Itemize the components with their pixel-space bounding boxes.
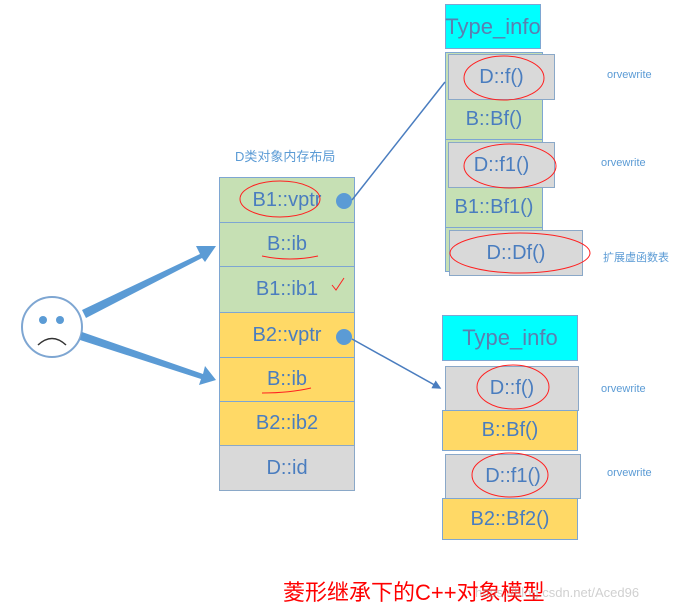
vptr1-pointer (351, 81, 446, 201)
vtable2-d-f1: D::f1() (445, 454, 581, 499)
layout-title: D类对象内存布局 (235, 149, 336, 164)
red-annotations (239, 55, 591, 498)
vtable2-d-f: D::f() (445, 366, 579, 411)
mem-b-ib-2: B::ib (219, 357, 355, 402)
note-overwrite-4: orvewrite (607, 467, 652, 479)
caption: 菱形继承下的C++对象模型 (283, 580, 545, 605)
vtable1-d-f1: D::f1() (448, 142, 555, 188)
vtable1-typeinfo: Type_info (445, 4, 541, 49)
vtable1-b1-bf1: B1::Bf1() (445, 188, 543, 228)
note-extend-vtable: 扩展虚函数表 (603, 252, 669, 264)
note-overwrite-1: orvewrite (607, 69, 652, 81)
mem-b2-vptr: B2::vptr (219, 312, 355, 358)
vtable2-typeinfo: Type_info (442, 315, 578, 361)
vptr2-dot (336, 329, 352, 345)
watermark: https://blog.csdn.net/Aced96 (475, 585, 640, 600)
mem-b2-ib2: B2::ib2 (219, 401, 355, 446)
vtable2-b2-bf2: B2::Bf2() (442, 498, 578, 540)
vptr1-dot (336, 193, 352, 209)
vtable1-d-f: D::f() (448, 54, 555, 100)
vtable1-d-df: D::Df() (449, 230, 583, 276)
note-overwrite-2: orvewrite (601, 157, 646, 169)
mem-d-id: D::id (219, 445, 355, 491)
note-overwrite-3: orvewrite (601, 383, 646, 395)
vtable1-b-bf: B::Bf() (445, 100, 543, 140)
inherit-arrows (80, 246, 216, 385)
vtable2-b-bf: B::Bf() (442, 410, 578, 451)
mem-b-ib-1: B::ib (219, 222, 355, 267)
sad-face-icon (21, 296, 83, 358)
vptr2-pointer (351, 338, 442, 389)
